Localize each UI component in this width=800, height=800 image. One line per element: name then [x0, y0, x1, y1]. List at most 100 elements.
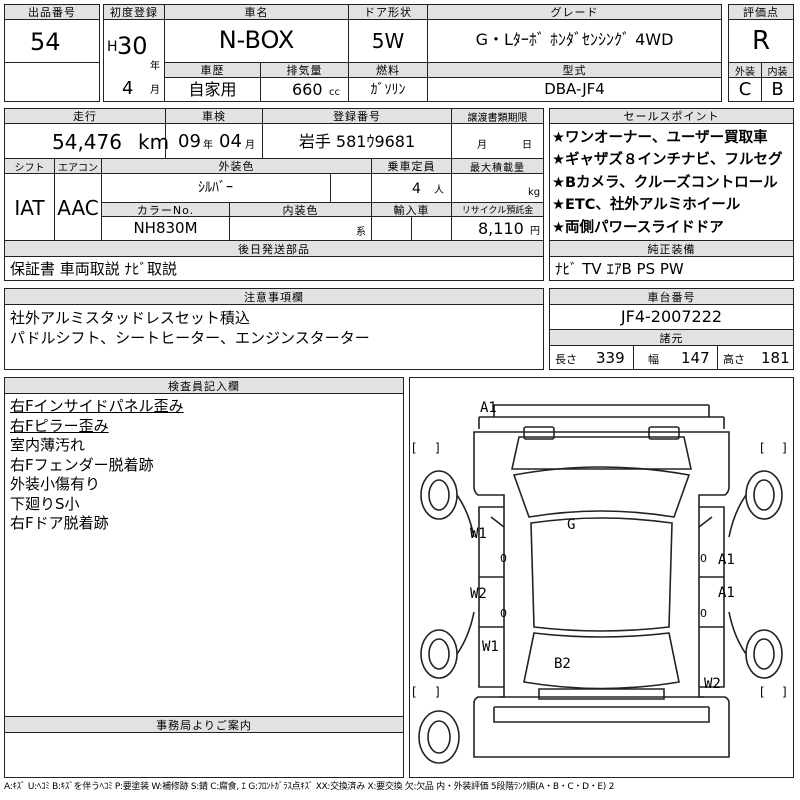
mark-bracket-l-2: [ [760, 441, 765, 455]
model-cell [427, 77, 722, 102]
caution-line: 社外アルミスタッドレスセット積込 [10, 309, 250, 327]
wheel-front-right [745, 470, 783, 520]
capacity-unit: 人 [434, 185, 444, 196]
left-body-arc [456, 494, 475, 655]
inspector-line: 右Fインサイドパネル歪み [10, 397, 184, 415]
mark-bracket-l-1: [ [412, 441, 417, 455]
interior-value: B [771, 79, 784, 100]
rear-glass [523, 632, 680, 690]
ext-color-value: ｼﾙﾊﾞｰ [198, 180, 233, 196]
recycle-unit: 円 [530, 226, 540, 237]
recycle-header: リサイクル預託金 [451, 202, 544, 217]
spare-wheel-inner [427, 720, 451, 754]
length-value: 339 [596, 349, 625, 367]
width-label: 幅 [648, 353, 659, 366]
wheel-front-left-inner [428, 479, 450, 511]
right-door-line [699, 576, 724, 628]
interior-header: 内装 [761, 62, 794, 78]
wheel-rear-left [420, 629, 458, 679]
mark-zero-right-1: 0 [700, 552, 707, 565]
car-name-value: N-BOX [218, 26, 295, 54]
inspector-line: 外装小傷有り [10, 475, 101, 493]
mark-zero-right-2: 0 [700, 607, 707, 620]
int-color-unit: 系 [356, 227, 366, 238]
hood [511, 436, 692, 470]
reg-no-header: 登録番号 [262, 108, 452, 124]
grade-value: G・Lﾀｰﾎﾞ ﾎﾝﾀﾞｾﾝｼﾝｸﾞ 4WD [475, 30, 674, 49]
max-load-header: 最大積載量 [451, 158, 544, 174]
mark-bracket-r-4: ] [782, 685, 787, 699]
mark-a1-right-2: A1 [718, 585, 735, 601]
office-cell [4, 732, 404, 778]
mark-bracket-l-4: [ [760, 685, 765, 699]
mark-bracket-r-2: ] [782, 441, 787, 455]
interior-cell [761, 77, 794, 102]
mileage-unit: km [138, 130, 170, 154]
exterior-value: C [738, 79, 752, 100]
rear-bumper [499, 688, 704, 700]
mark-b2: B2 [554, 656, 571, 672]
rear-bumper-lower [493, 706, 710, 723]
ext-color-header: 外装色 [101, 158, 372, 174]
wheel-rear-right [745, 629, 783, 679]
reg-month: 4 [122, 78, 134, 99]
office-header: 事務局よりご案内 [4, 716, 404, 733]
sales-points-header: セールスポイント [549, 108, 794, 124]
left-door-line [479, 576, 504, 628]
cautions-notes: 社外アルミスタッドレスセット積込 パドルシフト、シートヒーター、エンジンスタータ… [10, 309, 370, 348]
later-parts-cell [4, 256, 544, 281]
doc-deadline-header: 譲渡書類期限 [451, 108, 544, 124]
mark-bracket-r-3: ] [435, 685, 440, 699]
length-label: 長さ [555, 353, 577, 366]
inspection-header: 車検 [165, 108, 263, 124]
exterior-header: 外装 [728, 62, 762, 78]
chassis-no-header: 車台番号 [549, 288, 794, 305]
color-no-header: カラーNo. [101, 202, 230, 217]
doc-month-unit: 月 [477, 140, 487, 151]
cautions-cell [4, 304, 544, 370]
door-header: ドア形状 [348, 4, 428, 20]
fuel-value: ｶﾞｿﾘﾝ [370, 82, 406, 98]
genuine-equip-value: ﾅﾋﾞ TV ｴｱB PS PW [555, 260, 684, 278]
headlight-right [648, 426, 680, 440]
aircon-value: AAC [57, 196, 99, 220]
mark-a1-right-1: A1 [718, 552, 735, 568]
insp-month: 04 [219, 131, 242, 152]
inspector-line: 右Fピラー歪み [10, 416, 109, 435]
model-header: 型式 [427, 62, 722, 78]
shift-header: シフト [4, 158, 55, 174]
ext-color-divider [330, 173, 331, 203]
era-label: H [107, 39, 118, 55]
wheel-front-right-inner [753, 479, 775, 511]
sales-point-item: ★両側パワースライドドア [552, 219, 724, 236]
lot-no-value: 54 [30, 28, 61, 56]
mark-w1-lower: W1 [482, 639, 499, 655]
score-value: R [751, 26, 771, 56]
mark-w2-left: W2 [470, 586, 487, 602]
inspector-header: 検査員記入欄 [4, 377, 404, 394]
mileage-value: 54,476 [52, 130, 122, 154]
displacement-unit: cc [329, 87, 340, 98]
inspector-line: 下廻りS小 [10, 494, 80, 513]
score-header: 評価点 [728, 4, 794, 20]
right-body-arc [728, 494, 747, 655]
left-side [478, 506, 504, 688]
recycle-value: 8,110 [478, 219, 524, 238]
mark-zero-left-2: 0 [500, 607, 507, 620]
width-value: 147 [681, 349, 710, 367]
caution-line: パドルシフト、シートヒーター、エンジンスターター [10, 328, 370, 347]
door-value: 5W [371, 29, 405, 53]
import-divider [411, 216, 412, 241]
color-no-value: NH830M [133, 219, 198, 237]
month-unit: 月 [150, 85, 160, 96]
wheel-rear-right-inner [753, 638, 775, 670]
int-color-header: 内装色 [229, 202, 372, 217]
mileage-header: 走行 [4, 108, 166, 124]
wheel-rear-left-inner [428, 638, 450, 670]
mark-w2-right: W2 [704, 676, 721, 692]
import-header: 輸入車 [371, 202, 452, 217]
displacement-value: 660 [292, 80, 323, 99]
displacement-header: 排気量 [260, 62, 349, 78]
sales-point-item: ★ETC、社外アルミホイール [552, 197, 741, 214]
roof [530, 517, 673, 632]
